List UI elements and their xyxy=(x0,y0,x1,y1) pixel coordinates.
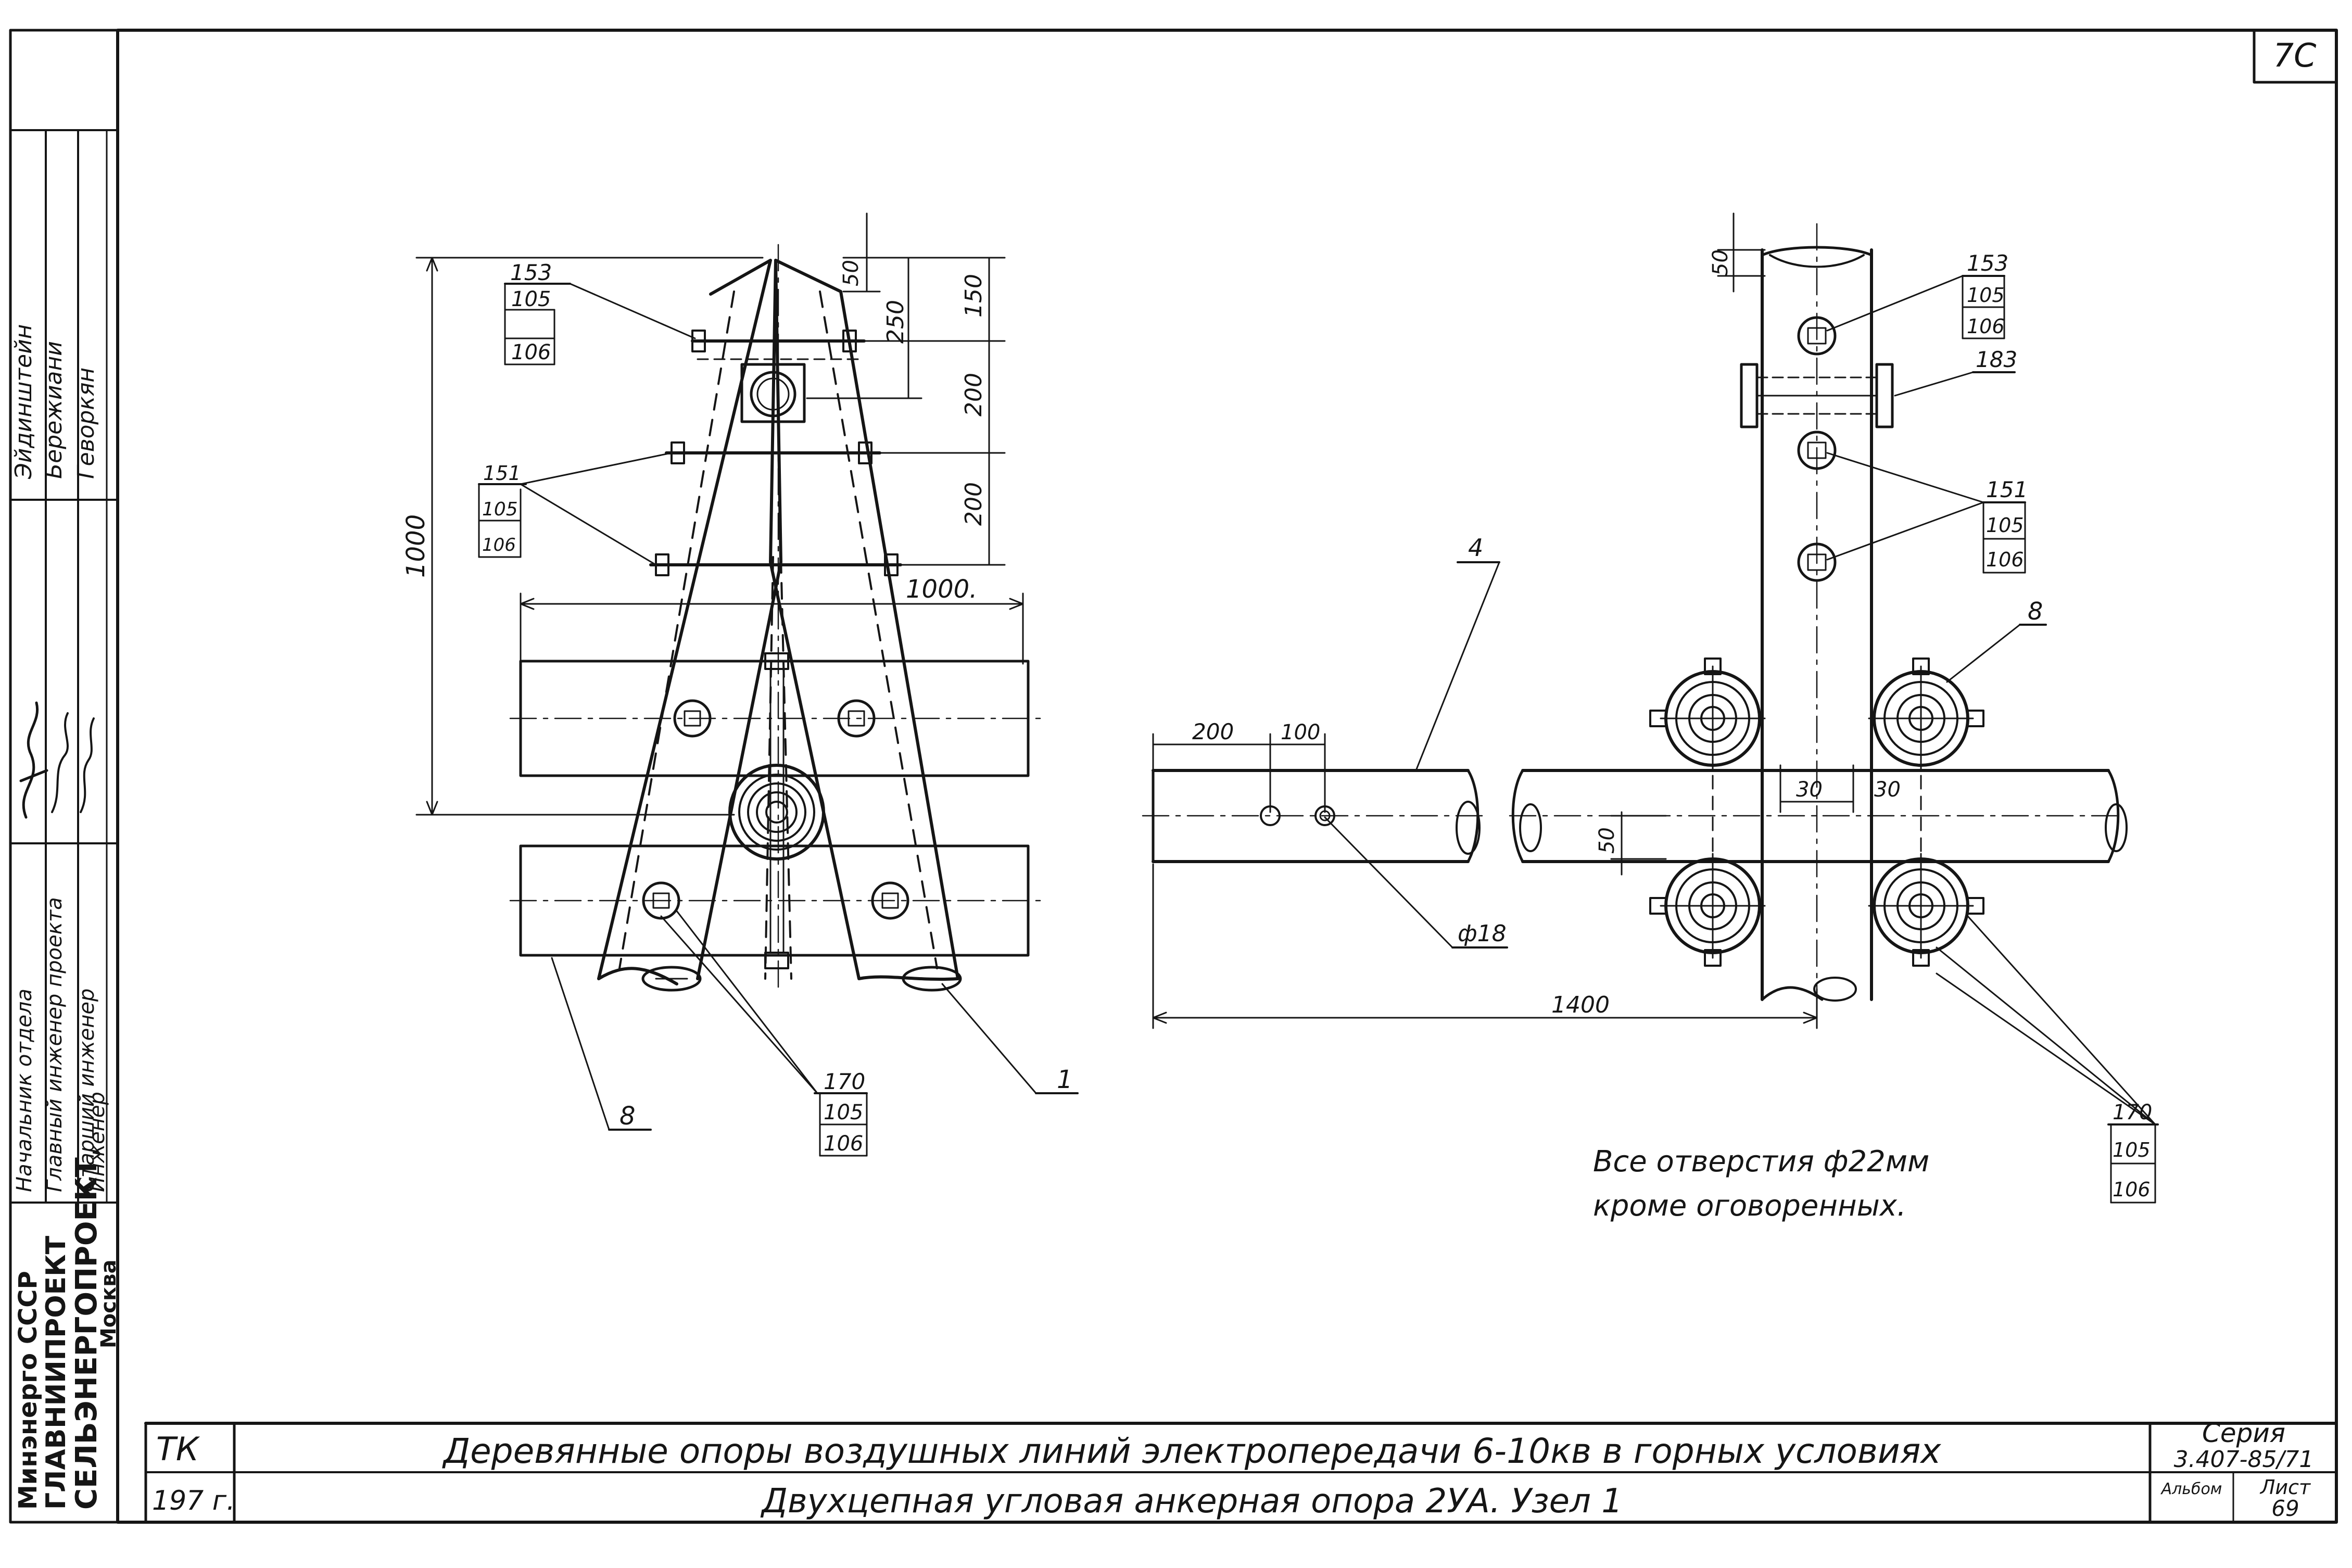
tb-year: 197 г. xyxy=(152,1485,235,1516)
right-dim-50-side-text: 50 xyxy=(1595,827,1619,854)
right-dim-30a-text: 30 xyxy=(1796,778,1823,802)
stamp-org-line1: Минэнерго СССР xyxy=(14,1271,43,1510)
left-callout-153: 153 105 106 xyxy=(504,260,696,365)
dim-1000-vertical: 1000 xyxy=(401,257,764,816)
dim-50-text: 50 xyxy=(839,260,863,286)
tb-title-main: Деревянные опоры воздушных линий электро… xyxy=(442,1431,1942,1471)
detail4-dim-100: 100 xyxy=(1281,720,1320,744)
left-callout-151: 151 105 106 xyxy=(478,452,673,566)
tb-code: ТК xyxy=(156,1430,200,1468)
right-callout-151-b: 105 xyxy=(1986,514,2024,537)
callout-170-c: 106 xyxy=(824,1132,863,1156)
right-callout-170-a: 170 xyxy=(2113,1101,2152,1124)
stamp-org-line3: СЕЛЬЭНЕРГОПРОЕКТ xyxy=(70,1157,104,1510)
right-dim-50-side: 50 xyxy=(1595,811,1667,876)
detail4-dim-200: 200 xyxy=(1192,719,1234,744)
callout-153-a: 153 xyxy=(510,260,552,285)
tb-series-value: 3.407-85/71 xyxy=(2174,1446,2314,1473)
dim-1000-horizontal: 1000. xyxy=(520,575,1024,665)
callout-153-c: 106 xyxy=(511,340,551,364)
note-line-1: Все отверстия ф22мм xyxy=(1593,1145,1929,1179)
stamp-role-2: Главный инженер проекта xyxy=(43,897,67,1192)
corner-number: 7C xyxy=(2273,36,2317,74)
callout-151-c: 106 xyxy=(482,535,516,555)
crossarm-bolt-heads xyxy=(642,699,909,920)
right-callout-170-b: 105 xyxy=(2113,1139,2151,1161)
note-line-2: кроме оговоренных. xyxy=(1593,1189,1906,1223)
right-callout-151-a: 151 xyxy=(1986,477,2028,502)
tb-sheet-label: Лист xyxy=(2259,1476,2311,1499)
dim-1000-v-text: 1000 xyxy=(401,514,431,578)
right-callout-153-c: 106 xyxy=(1967,315,2005,338)
left-label-1: 1 xyxy=(1057,1065,1073,1094)
side-stamp: Минэнерго СССР ГЛАВНИИПРОЕКТ СЕЛЬЭНЕРГОП… xyxy=(9,29,121,1524)
stamp-name-2: Бережиани xyxy=(41,341,67,479)
right-dim-50-top: 50 xyxy=(1709,212,1766,293)
dim-1000-h-text: 1000. xyxy=(906,575,977,604)
stamp-org-line4: Москва xyxy=(97,1260,121,1348)
title-block: ТК 197 г. Деревянные опоры воздушных лин… xyxy=(144,1418,2338,1524)
stamp-role-4: Инженер xyxy=(85,1092,109,1192)
left-callout-170: 170 105 106 xyxy=(660,910,868,1157)
right-dim-30b-text: 30 xyxy=(1874,778,1901,802)
right-callout-153-a: 153 xyxy=(1967,250,2008,276)
central-washer xyxy=(728,764,825,861)
right-label-8: 8 xyxy=(1946,597,2047,683)
dim-150-text: 150 xyxy=(960,274,987,318)
tb-album-label: Альбом xyxy=(2160,1480,2222,1498)
right-callout-151: 151 105 106 xyxy=(1826,452,2028,574)
right-callout-153: 153 105 106 xyxy=(1826,250,2008,339)
right-label-183-text: 183 xyxy=(1976,347,2017,372)
tb-series-label: Серия xyxy=(2202,1418,2285,1448)
detail-4: 200 100 4 ф18 1400 xyxy=(1142,534,1818,1029)
left-view: 1000 1000. 50 250 150 200 200 xyxy=(401,212,1079,1157)
callout-153-b: 105 xyxy=(511,287,551,311)
stamp-name-3: Геворкян xyxy=(73,368,99,479)
right-callout-170-c: 106 xyxy=(2113,1178,2151,1201)
right-view: 50 30 30 50 153 105 106 xyxy=(1509,212,2159,1204)
dim-250-text: 250 xyxy=(882,300,909,344)
general-note: Все отверстия ф22мм кроме оговоренных. xyxy=(1593,1145,1929,1223)
left-label-8: 8 xyxy=(619,1102,636,1131)
stamp-role-1: Начальник отдела xyxy=(12,989,36,1192)
tb-title-sub: Двухцепная угловая анкерная опора 2УА. У… xyxy=(760,1482,1623,1521)
dim-200b-text: 200 xyxy=(960,482,987,526)
right-dim-30: 30 30 xyxy=(1779,764,1901,813)
right-callout-153-b: 105 xyxy=(1967,284,2005,307)
stamp-name-1: Эйдинштейн xyxy=(10,324,37,479)
dim-200a-text: 200 xyxy=(960,373,987,416)
upper-crossarm xyxy=(519,660,1030,777)
left-labels: 8 1 xyxy=(551,957,1079,1131)
dim-1400-text: 1400 xyxy=(1551,992,1610,1018)
right-callout-170: 170 105 106 xyxy=(1936,915,2159,1204)
right-label-8-text: 8 xyxy=(2028,597,2043,625)
signatures xyxy=(19,701,95,819)
tb-sheet-value: 69 xyxy=(2271,1496,2299,1521)
callout-170-b: 105 xyxy=(824,1101,863,1124)
right-label-183: 183 xyxy=(1894,347,2017,397)
callout-151-a: 151 xyxy=(483,462,521,485)
callout-170-a: 170 xyxy=(824,1069,865,1094)
detail4-label-4: 4 xyxy=(1468,534,1483,562)
left-bolts xyxy=(649,330,902,576)
right-dim-50-top-text: 50 xyxy=(1709,249,1733,276)
right-callout-151-c: 106 xyxy=(1986,548,2024,571)
stamp-role-3: Старший инженер xyxy=(75,989,99,1192)
callout-151-b: 105 xyxy=(482,499,518,520)
stamp-org-line2: ГЛАВНИИПРОЕКТ xyxy=(41,1235,72,1510)
left-right-dims: 50 250 150 200 200 xyxy=(806,212,1006,566)
detail4-hole-label: ф18 xyxy=(1458,920,1507,947)
